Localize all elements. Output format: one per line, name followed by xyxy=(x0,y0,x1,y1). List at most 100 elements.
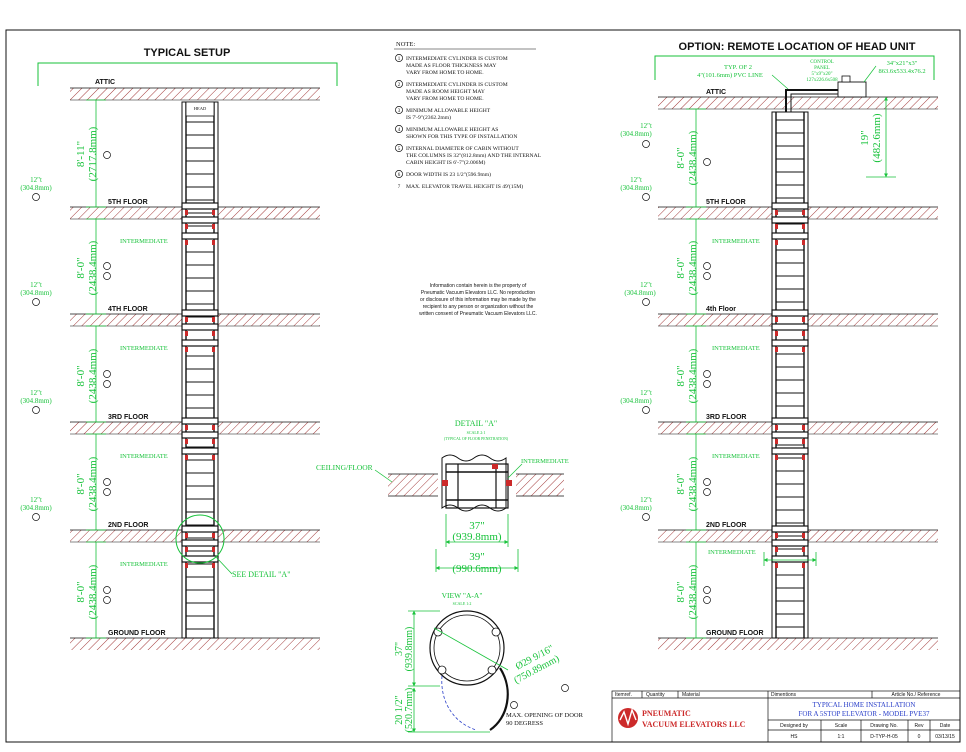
tb-article: Article No./ Reference xyxy=(892,692,941,698)
shaft-joint-band xyxy=(771,555,809,563)
shaft-seal-mark xyxy=(802,317,805,322)
view-h2-mm: (520.7mm) xyxy=(404,688,415,733)
dim-std-ft-l2: 8'-0" xyxy=(75,365,87,386)
label-5th-floor-right: 5TH FLOOR xyxy=(706,199,746,206)
detail-inner-in: 37" xyxy=(469,520,485,532)
detail-a-title: DETAIL "A" xyxy=(455,419,497,428)
shaft-seal-mark xyxy=(802,331,805,336)
dim-std-mm-r3: (2438.4mm) xyxy=(687,456,699,511)
dim-attic-ft: 19" xyxy=(859,130,871,146)
shaft-joint-band xyxy=(771,539,809,547)
label-ground-floor-left: GROUND FLOOR xyxy=(108,630,166,637)
svg-text:12"t: 12"t xyxy=(30,176,42,184)
shaft-joint-band xyxy=(771,417,809,425)
left-intermediate-labels: INTERMEDIATE INTERMEDIATE INTERMEDIATE I… xyxy=(120,238,168,568)
typ-of-2-label: TYP. OF 2 xyxy=(724,64,752,71)
note-number: 5 xyxy=(398,147,401,152)
callout-6-view xyxy=(510,701,518,709)
detail-inner-mm: (939.8mm) xyxy=(452,531,502,543)
svg-text:12"t: 12"t xyxy=(30,281,42,289)
shaft-joint-band xyxy=(181,431,219,439)
ceiling-floor-leader xyxy=(374,469,393,483)
dim-std-mm-l2: (2438.4mm) xyxy=(87,348,99,403)
tb-material: Material xyxy=(682,692,700,698)
label-5th-floor-left: 5TH FLOOR xyxy=(108,199,148,206)
view-h1-in: 37" xyxy=(394,642,405,656)
shaft-joint-band xyxy=(771,323,809,331)
left-slab-thickness-notes: 12"t (304.8mm) 12"t (304.8mm) 12"t (304.… xyxy=(20,176,52,512)
shaft-seal-mark xyxy=(775,439,778,444)
tb-date-label: Date xyxy=(940,723,951,729)
note-number: 2 xyxy=(398,83,401,88)
left-shaft-rungs xyxy=(181,121,219,630)
company-name-1: PNEUMATIC xyxy=(642,709,691,718)
label-2nd-floor-right: 2ND FLOOR xyxy=(706,522,746,529)
shaft-joint-band xyxy=(181,232,219,240)
shaft-joint-band xyxy=(771,447,809,455)
shaft-joint-band xyxy=(181,539,219,547)
svg-text:12"t: 12"t xyxy=(30,389,42,397)
note-line: SHOWN FOR THIS TYPE OF INSTALLATION xyxy=(406,134,517,140)
shaft-seal-mark xyxy=(212,224,215,229)
svg-text:12"t: 12"t xyxy=(630,176,642,184)
svg-text:12"t: 12"t xyxy=(640,389,652,397)
tb-scale-label: Scale xyxy=(835,723,848,729)
tb-title-1: TYPICAL HOME INSTALLATION xyxy=(812,701,915,709)
shaft-seal-mark xyxy=(775,210,778,215)
svg-text:(304.8mm): (304.8mm) xyxy=(20,504,52,512)
label-attic-right: ATTIC xyxy=(706,89,726,96)
label-3rd-floor-right: 3RD FLOOR xyxy=(706,414,746,421)
note-line: VARY FROM HOME TO HOME. xyxy=(406,96,484,102)
dim-std-ft-r1: 8'-0" xyxy=(675,257,687,278)
note-line: CABIN HEIGHT IS 6'-7"(2.006M) xyxy=(406,159,485,166)
shaft-joint-band xyxy=(181,216,219,224)
shaft-seal-mark xyxy=(775,547,778,552)
note-line: MADE AS ROOM HEIGHT MAY xyxy=(406,89,485,95)
dim-std-ft-l1: 8'-0" xyxy=(75,257,87,278)
title-typical-setup: TYPICAL SETUP xyxy=(144,47,231,59)
label-ground-floor-right: GROUND FLOOR xyxy=(706,630,764,637)
svg-text:(304.8mm): (304.8mm) xyxy=(20,184,52,192)
shaft-seal-mark xyxy=(802,563,805,568)
svg-text:INTERMEDIATE: INTERMEDIATE xyxy=(120,453,168,460)
detail-a-scale: SCALE 2:1 xyxy=(467,430,486,435)
svg-text:12"t: 12"t xyxy=(640,496,652,504)
shaft-joint-band xyxy=(771,216,809,224)
shaft-joint-band xyxy=(771,431,809,439)
note-number: 4 xyxy=(398,128,401,133)
right-callout-circles xyxy=(642,140,711,604)
head-dims-leader xyxy=(863,65,877,83)
svg-text:INTERMEDIATE: INTERMEDIATE xyxy=(712,238,760,245)
shaft-seal-mark xyxy=(775,455,778,460)
dim-std-mm-l3: (2438.4mm) xyxy=(87,456,99,511)
shaft-seal-mark xyxy=(212,547,215,552)
svg-text:127x226.6x508: 127x226.6x508 xyxy=(806,78,838,83)
pvc-leader xyxy=(771,74,789,90)
callout-5-view xyxy=(561,684,569,692)
shaft-seal-mark xyxy=(212,563,215,568)
view-h1-mm: (939.8mm) xyxy=(404,627,415,672)
shaft-joint-band xyxy=(771,309,809,317)
head-dims-2: 863.6x533.4x76.2 xyxy=(878,68,925,75)
svg-text:Pneumatic Vacuum Elevators LLC: Pneumatic Vacuum Elevators LLC. No repro… xyxy=(421,290,535,296)
dim-std-ft-r4: 8'-0" xyxy=(675,581,687,602)
shaft-seal-mark xyxy=(802,224,805,229)
shaft-seal-mark xyxy=(802,240,805,245)
label-attic-left: ATTIC xyxy=(95,79,115,86)
svg-text:INTERMEDIATE: INTERMEDIATE xyxy=(120,561,168,568)
ceiling-floor-label: CEILING/FLOOR xyxy=(316,463,373,472)
shaft-joint-band xyxy=(771,202,809,210)
dim-top-mm-left: (2717.8mm) xyxy=(87,126,99,181)
shaft-seal-mark xyxy=(212,347,215,352)
note-line: IS 7'-9"(2362.2mm) xyxy=(406,114,451,121)
detail-intermediate-label: INTERMEDIATE xyxy=(521,458,569,465)
shaft-seal-mark xyxy=(185,533,188,538)
shaft-seal-mark xyxy=(775,425,778,430)
right-intermediate-arrows xyxy=(763,552,817,566)
note-line: MINIMUM ALLOWABLE HEIGHT xyxy=(406,108,491,114)
shaft-seal-mark xyxy=(185,331,188,336)
tb-rev: 0 xyxy=(918,734,921,740)
note-number: 1 xyxy=(398,57,401,62)
